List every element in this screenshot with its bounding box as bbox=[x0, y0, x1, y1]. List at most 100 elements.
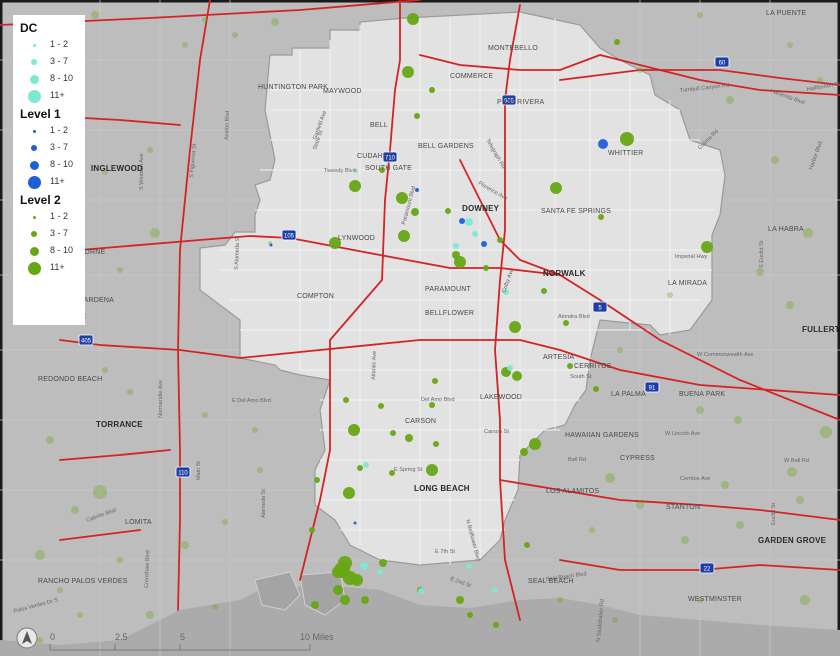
level2-station-marker[interactable] bbox=[456, 596, 464, 604]
level2-station-marker[interactable] bbox=[497, 237, 503, 243]
station-marker-faded[interactable] bbox=[697, 597, 703, 603]
station-marker-faded[interactable] bbox=[557, 597, 563, 603]
station-marker-faded[interactable] bbox=[771, 156, 779, 164]
station-marker-faded[interactable] bbox=[696, 406, 704, 414]
station-marker-faded[interactable] bbox=[756, 268, 764, 276]
dc-station-marker[interactable] bbox=[418, 588, 424, 594]
dc-station-marker[interactable] bbox=[492, 587, 498, 593]
level2-station-marker[interactable] bbox=[433, 441, 439, 447]
station-marker-faded[interactable] bbox=[127, 389, 133, 395]
level2-station-marker[interactable] bbox=[357, 465, 363, 471]
station-marker-faded[interactable] bbox=[697, 12, 703, 18]
level2-station-marker[interactable] bbox=[593, 386, 599, 392]
station-marker-faded[interactable] bbox=[102, 367, 108, 373]
level2-station-marker[interactable] bbox=[454, 256, 466, 268]
level2-station-marker[interactable] bbox=[379, 559, 387, 567]
station-marker-faded[interactable] bbox=[637, 67, 643, 73]
level2-station-marker[interactable] bbox=[426, 464, 438, 476]
level1-station-marker[interactable] bbox=[415, 188, 419, 192]
station-marker-faded[interactable] bbox=[726, 96, 734, 104]
station-marker-faded[interactable] bbox=[77, 612, 83, 618]
dc-station-marker[interactable] bbox=[377, 569, 383, 575]
level2-station-marker[interactable] bbox=[701, 241, 713, 253]
station-marker-faded[interactable] bbox=[202, 17, 208, 23]
station-marker-faded[interactable] bbox=[786, 301, 794, 309]
dc-station-marker[interactable] bbox=[465, 218, 473, 226]
level2-station-marker[interactable] bbox=[329, 237, 341, 249]
station-marker-faded[interactable] bbox=[681, 536, 689, 544]
station-marker-faded[interactable] bbox=[612, 617, 618, 623]
station-marker-faded[interactable] bbox=[800, 595, 810, 605]
dc-station-marker[interactable] bbox=[453, 243, 459, 249]
level2-station-marker[interactable] bbox=[396, 192, 408, 204]
level2-station-marker[interactable] bbox=[333, 585, 343, 595]
level2-station-marker[interactable] bbox=[314, 477, 320, 483]
station-marker-faded[interactable] bbox=[147, 147, 153, 153]
station-marker-faded[interactable] bbox=[803, 228, 813, 238]
level2-station-marker[interactable] bbox=[529, 438, 541, 450]
level2-station-marker[interactable] bbox=[614, 39, 620, 45]
station-marker-faded[interactable] bbox=[787, 467, 797, 477]
level2-station-marker[interactable] bbox=[429, 402, 435, 408]
station-marker-faded[interactable] bbox=[57, 587, 63, 593]
dc-station-marker[interactable] bbox=[466, 563, 472, 569]
level2-station-marker[interactable] bbox=[340, 595, 350, 605]
level2-station-marker[interactable] bbox=[524, 542, 530, 548]
station-marker-faded[interactable] bbox=[820, 426, 832, 438]
level2-station-marker[interactable] bbox=[429, 87, 435, 93]
station-marker-faded[interactable] bbox=[46, 436, 54, 444]
station-marker-faded[interactable] bbox=[202, 412, 208, 418]
level2-station-marker[interactable] bbox=[541, 288, 547, 294]
level2-station-marker[interactable] bbox=[378, 403, 384, 409]
level2-station-marker[interactable] bbox=[598, 214, 604, 220]
station-marker-faded[interactable] bbox=[212, 604, 218, 610]
level2-station-marker[interactable] bbox=[402, 66, 414, 78]
station-marker-faded[interactable] bbox=[734, 416, 742, 424]
level2-station-marker[interactable] bbox=[509, 321, 521, 333]
station-marker-faded[interactable] bbox=[252, 427, 258, 433]
station-marker-faded[interactable] bbox=[736, 521, 744, 529]
station-marker-faded[interactable] bbox=[102, 169, 108, 175]
level2-station-marker[interactable] bbox=[351, 574, 363, 586]
station-marker-faded[interactable] bbox=[721, 481, 729, 489]
station-marker-faded[interactable] bbox=[589, 527, 595, 533]
station-marker-faded[interactable] bbox=[117, 267, 123, 273]
level2-station-marker[interactable] bbox=[311, 601, 319, 609]
level2-station-marker[interactable] bbox=[309, 527, 315, 533]
station-marker-faded[interactable] bbox=[636, 501, 644, 509]
level2-station-marker[interactable] bbox=[398, 230, 410, 242]
level2-station-marker[interactable] bbox=[414, 113, 420, 119]
station-marker-faded[interactable] bbox=[667, 292, 673, 298]
level1-station-marker[interactable] bbox=[459, 218, 465, 224]
level2-station-marker[interactable] bbox=[349, 180, 361, 192]
level2-station-marker[interactable] bbox=[483, 265, 489, 271]
level2-station-marker[interactable] bbox=[405, 434, 413, 442]
level2-station-marker[interactable] bbox=[567, 363, 573, 369]
level2-station-marker[interactable] bbox=[620, 132, 634, 146]
level2-station-marker[interactable] bbox=[411, 208, 419, 216]
level1-station-marker[interactable] bbox=[481, 241, 487, 247]
station-marker-faded[interactable] bbox=[146, 611, 154, 619]
level2-station-marker[interactable] bbox=[332, 566, 344, 578]
station-marker-faded[interactable] bbox=[796, 496, 804, 504]
level2-station-marker[interactable] bbox=[467, 612, 473, 618]
level2-station-marker[interactable] bbox=[512, 371, 522, 381]
station-marker-faded[interactable] bbox=[182, 42, 188, 48]
level2-station-marker[interactable] bbox=[550, 182, 562, 194]
level1-station-marker[interactable] bbox=[598, 139, 608, 149]
station-marker-faded[interactable] bbox=[787, 42, 793, 48]
station-marker-faded[interactable] bbox=[617, 347, 623, 353]
dc-station-marker[interactable] bbox=[507, 365, 513, 371]
level2-station-marker[interactable] bbox=[493, 622, 499, 628]
dc-station-marker[interactable] bbox=[503, 289, 509, 295]
level2-station-marker[interactable] bbox=[348, 424, 360, 436]
station-marker-faded[interactable] bbox=[91, 11, 99, 19]
station-marker-faded[interactable] bbox=[271, 18, 279, 26]
dc-station-marker[interactable] bbox=[354, 169, 358, 173]
level2-station-marker[interactable] bbox=[379, 167, 385, 173]
station-marker-faded[interactable] bbox=[150, 228, 160, 238]
station-marker-faded[interactable] bbox=[93, 485, 107, 499]
station-marker-faded[interactable] bbox=[257, 467, 263, 473]
